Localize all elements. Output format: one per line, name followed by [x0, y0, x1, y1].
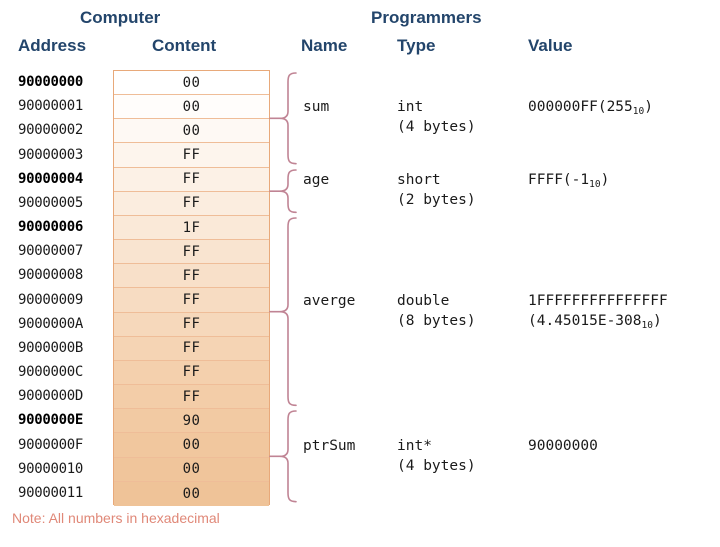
variable-value-decimal: (4.45015E-30810): [528, 312, 662, 331]
variable-type: double: [397, 292, 450, 309]
memory-cell-row: 00: [114, 457, 269, 482]
address-label: 9000000A: [18, 315, 84, 332]
column-header-address: Address: [18, 36, 87, 55]
memory-cell-value: 00: [182, 122, 201, 139]
memory-cell-row: FF: [114, 191, 269, 216]
address-label: 90000002: [18, 122, 84, 139]
variable-type: int: [397, 99, 424, 116]
column-header-content: Content: [152, 36, 217, 55]
memory-cell-value: FF: [182, 147, 201, 164]
column-header-value: Value: [528, 36, 573, 55]
memory-cell-row: 1F: [114, 215, 269, 241]
memory-cell-row: FF: [114, 143, 269, 168]
address-label: 90000004: [18, 170, 84, 187]
address-label: 90000000: [18, 74, 84, 90]
memory-cell-row: FF: [114, 240, 269, 265]
memory-cell-value: FF: [182, 388, 201, 405]
variable-value: FFFF(-110): [528, 171, 610, 190]
memory-cell-value: 00: [182, 436, 201, 453]
memory-cell-value: 1F: [182, 219, 201, 236]
heading-computer: Computer: [80, 8, 161, 27]
memory-cell-value: FF: [182, 243, 201, 260]
address-label: 90000011: [18, 484, 84, 501]
address-label: 90000001: [18, 98, 84, 115]
variable-type: short: [397, 171, 441, 188]
column-header-type: Type: [397, 36, 436, 55]
heading-programmers: Programmers: [371, 8, 482, 27]
memory-cell-value: FF: [182, 364, 201, 381]
memory-cell-value: FF: [182, 291, 201, 308]
variable-name: sum: [303, 99, 330, 116]
memory-cell-value: 00: [182, 461, 201, 478]
memory-cell-value: FF: [182, 316, 201, 333]
address-label: 9000000F: [18, 436, 84, 453]
variable-brace: [269, 72, 297, 165]
memory-cell-value: FF: [182, 267, 201, 284]
memory-cell-value: FF: [182, 171, 201, 188]
memory-cell-value: FF: [182, 195, 201, 212]
address-label: 90000003: [18, 146, 84, 163]
note-hexadecimal: Note: All numbers in hexadecimal: [12, 510, 220, 526]
address-label: 9000000E: [18, 412, 84, 429]
variable-value: 90000000: [528, 437, 598, 454]
variable-type-size: (2 bytes): [397, 191, 476, 208]
memory-cell-value: 00: [182, 485, 201, 502]
memory-cell-row: FF: [114, 264, 269, 289]
variable-value: 000000FF(25510): [528, 99, 653, 118]
memory-cell-row: 90: [114, 409, 269, 434]
address-label: 90000005: [18, 194, 84, 211]
address-label: 9000000B: [18, 339, 84, 356]
memory-cell-row: FF: [114, 167, 269, 192]
memory-cell-row: 00: [114, 119, 269, 144]
memory-cell-row: FF: [114, 288, 269, 313]
memory-cell-row: 00: [114, 71, 269, 96]
address-label: 90000010: [18, 460, 84, 477]
memory-cell-row: FF: [114, 336, 269, 361]
memory-cell-value: 00: [182, 98, 201, 115]
variable-type: int*: [397, 437, 432, 454]
column-header-name: Name: [301, 36, 348, 55]
variable-name: averge: [303, 292, 356, 309]
address-label: 90000008: [18, 267, 84, 284]
variable-name: ptrSum: [303, 437, 356, 454]
address-label: 90000009: [18, 291, 84, 308]
address-label: 90000007: [18, 243, 84, 260]
variable-type-size: (4 bytes): [397, 457, 476, 474]
variable-brace: [269, 168, 297, 213]
variable-brace: [269, 217, 297, 407]
address-label: 90000006: [18, 219, 84, 235]
memory-cell-value: 90: [182, 412, 201, 429]
variable-name: age: [303, 171, 330, 188]
memory-cell-row: FF: [114, 312, 269, 337]
variable-value: 1FFFFFFFFFFFFFFF: [528, 292, 668, 309]
address-label: 9000000C: [18, 364, 84, 380]
variable-type-size: (8 bytes): [397, 312, 476, 329]
variable-brace: [269, 410, 297, 503]
address-label: 9000000D: [18, 388, 84, 405]
memory-cell-row: FF: [114, 385, 269, 410]
memory-cell-value: 00: [182, 74, 201, 91]
variable-type-size: (4 bytes): [397, 119, 476, 136]
memory-cell-row: FF: [114, 360, 269, 386]
memory-cell-row: 00: [114, 95, 269, 120]
memory-cell-row: 00: [114, 481, 269, 506]
memory-cell-row: 00: [114, 433, 269, 458]
memory-cell-value: FF: [182, 340, 201, 357]
